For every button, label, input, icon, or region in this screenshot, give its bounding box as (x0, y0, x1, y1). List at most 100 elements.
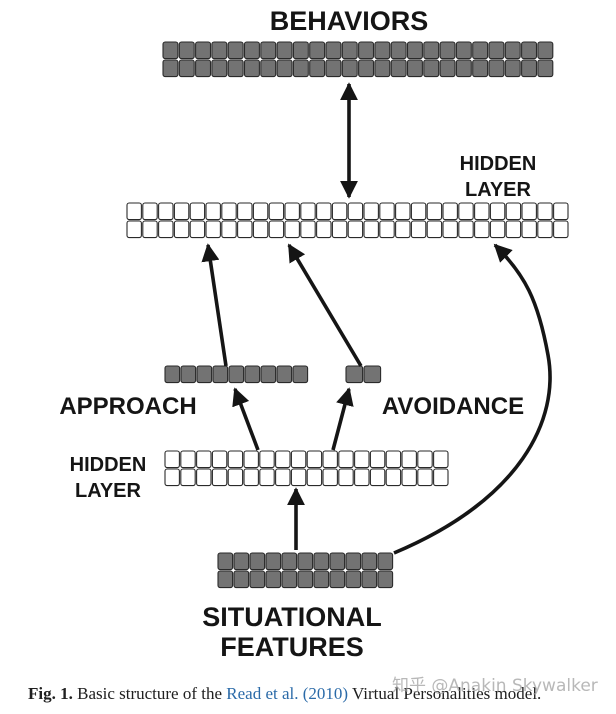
network-unit (300, 220, 316, 239)
network-unit (331, 202, 348, 221)
network-unit (292, 365, 309, 384)
network-unit (474, 202, 490, 221)
network-unit (237, 202, 253, 221)
arrow-avoidance-to-hidden (287, 243, 363, 367)
arrow-hidden-to-approach (232, 387, 260, 451)
network-unit (439, 41, 456, 60)
network-unit (379, 202, 395, 221)
network-unit (265, 570, 282, 589)
network-unit (276, 365, 293, 384)
network-unit (379, 220, 395, 239)
network-unit (472, 41, 489, 60)
network-unit (164, 468, 180, 487)
network-unit (347, 220, 364, 239)
network-unit (276, 41, 293, 60)
network-unit (281, 570, 298, 589)
network-unit (423, 41, 440, 60)
network-unit (553, 202, 569, 221)
network-unit (228, 365, 245, 384)
network-unit (358, 59, 375, 78)
network-unit (178, 41, 195, 60)
network-unit (347, 202, 364, 221)
network-unit (306, 450, 323, 469)
network-unit (265, 552, 282, 571)
network-unit (377, 552, 394, 571)
hidden-layer-top-label-line2: LAYER (465, 179, 532, 201)
caption-text-before: Basic structure of the (72, 684, 227, 703)
network-unit (290, 468, 307, 487)
network-unit (306, 468, 323, 487)
network-unit (189, 220, 206, 239)
network-unit (363, 365, 382, 384)
network-unit (227, 450, 244, 469)
network-unit (217, 570, 234, 589)
network-unit (316, 220, 332, 239)
network-unit (338, 468, 354, 487)
network-unit (173, 202, 190, 221)
network-unit (275, 450, 291, 469)
network-unit (363, 202, 379, 221)
network-unit (259, 450, 275, 469)
network-unit (361, 570, 378, 589)
network-unit (313, 552, 330, 571)
network-unit (410, 202, 427, 221)
network-unit (297, 552, 314, 571)
network-unit (243, 41, 260, 60)
network-unit (142, 202, 158, 221)
network-unit (162, 59, 179, 78)
network-unit (180, 365, 197, 384)
network-unit (433, 450, 449, 469)
network-unit (316, 202, 332, 221)
network-unit (276, 59, 293, 78)
network-unit (338, 450, 354, 469)
network-unit (390, 41, 407, 60)
caption-figure-number: Fig. 1. (28, 684, 73, 703)
network-unit (439, 59, 456, 78)
network-unit (537, 202, 553, 221)
network-unit (196, 365, 213, 384)
network-unit (243, 450, 259, 469)
network-unit (358, 41, 375, 60)
network-unit (260, 41, 277, 60)
network-unit (300, 202, 316, 221)
network-unit (158, 202, 174, 221)
caption-citation-link[interactable]: Read et al. (2010) (226, 684, 349, 703)
network-unit (211, 41, 228, 60)
behaviors-label: BEHAVIORS (270, 6, 429, 36)
situational-features-label-line2: FEATURES (220, 632, 364, 662)
network-unit (292, 59, 309, 78)
network-unit (164, 450, 180, 469)
network-unit (260, 59, 277, 78)
network-unit (158, 220, 174, 239)
network-unit (173, 220, 190, 239)
network-unit (426, 202, 443, 221)
network-unit (505, 202, 522, 221)
network-unit (374, 59, 391, 78)
hidden-layer-bottom (164, 450, 449, 487)
network-unit (433, 468, 449, 487)
arrow-approach-to-hidden (201, 243, 228, 367)
hidden-layer-top (126, 202, 569, 239)
network-unit (417, 468, 433, 487)
network-unit (221, 202, 237, 221)
approach-layer (164, 365, 309, 384)
network-unit (354, 450, 370, 469)
avoidance-layer (345, 365, 382, 384)
network-unit (252, 220, 269, 239)
network-unit (537, 220, 553, 239)
network-unit (345, 552, 362, 571)
network-unit (455, 41, 472, 60)
arrow-hidden-to-avoidance (331, 387, 354, 451)
situational-features-layer (217, 552, 394, 589)
network-unit (227, 41, 244, 60)
network-unit (341, 41, 358, 60)
network-unit (259, 468, 275, 487)
network-unit (212, 365, 229, 384)
network-unit (126, 220, 142, 239)
network-unit (417, 450, 433, 469)
network-unit (180, 468, 196, 487)
network-unit (275, 468, 291, 487)
network-unit (142, 220, 158, 239)
network-unit (374, 41, 391, 60)
